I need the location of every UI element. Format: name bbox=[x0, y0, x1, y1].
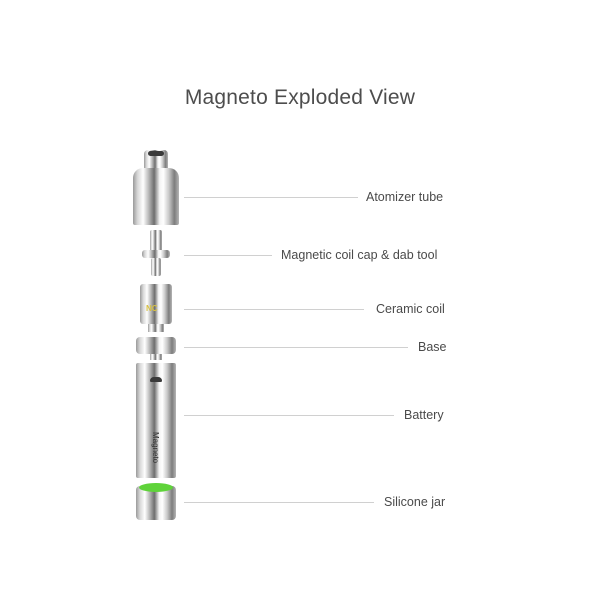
label-silicone-jar: Silicone jar bbox=[384, 495, 446, 509]
leader-line bbox=[184, 502, 374, 503]
coil-marking: NC bbox=[146, 304, 158, 313]
page-title: Magneto Exploded View bbox=[184, 86, 416, 109]
leader-line bbox=[184, 255, 272, 256]
silicone-insert bbox=[139, 483, 173, 492]
label-atomizer-tube: Atomizer tube bbox=[366, 190, 444, 204]
leader-line bbox=[184, 197, 358, 198]
label-ceramic-coil: Ceramic coil bbox=[376, 302, 445, 316]
leader-line bbox=[184, 347, 408, 348]
label-battery: Battery bbox=[404, 408, 444, 422]
label-coil-cap-dab-tool: Magnetic coil cap & dab tool bbox=[281, 248, 438, 262]
label-base: Base bbox=[418, 340, 447, 354]
leader-line bbox=[184, 309, 364, 310]
battery-button bbox=[150, 377, 162, 382]
battery-brand-text: Magneto bbox=[151, 432, 160, 464]
leader-line bbox=[184, 415, 394, 416]
